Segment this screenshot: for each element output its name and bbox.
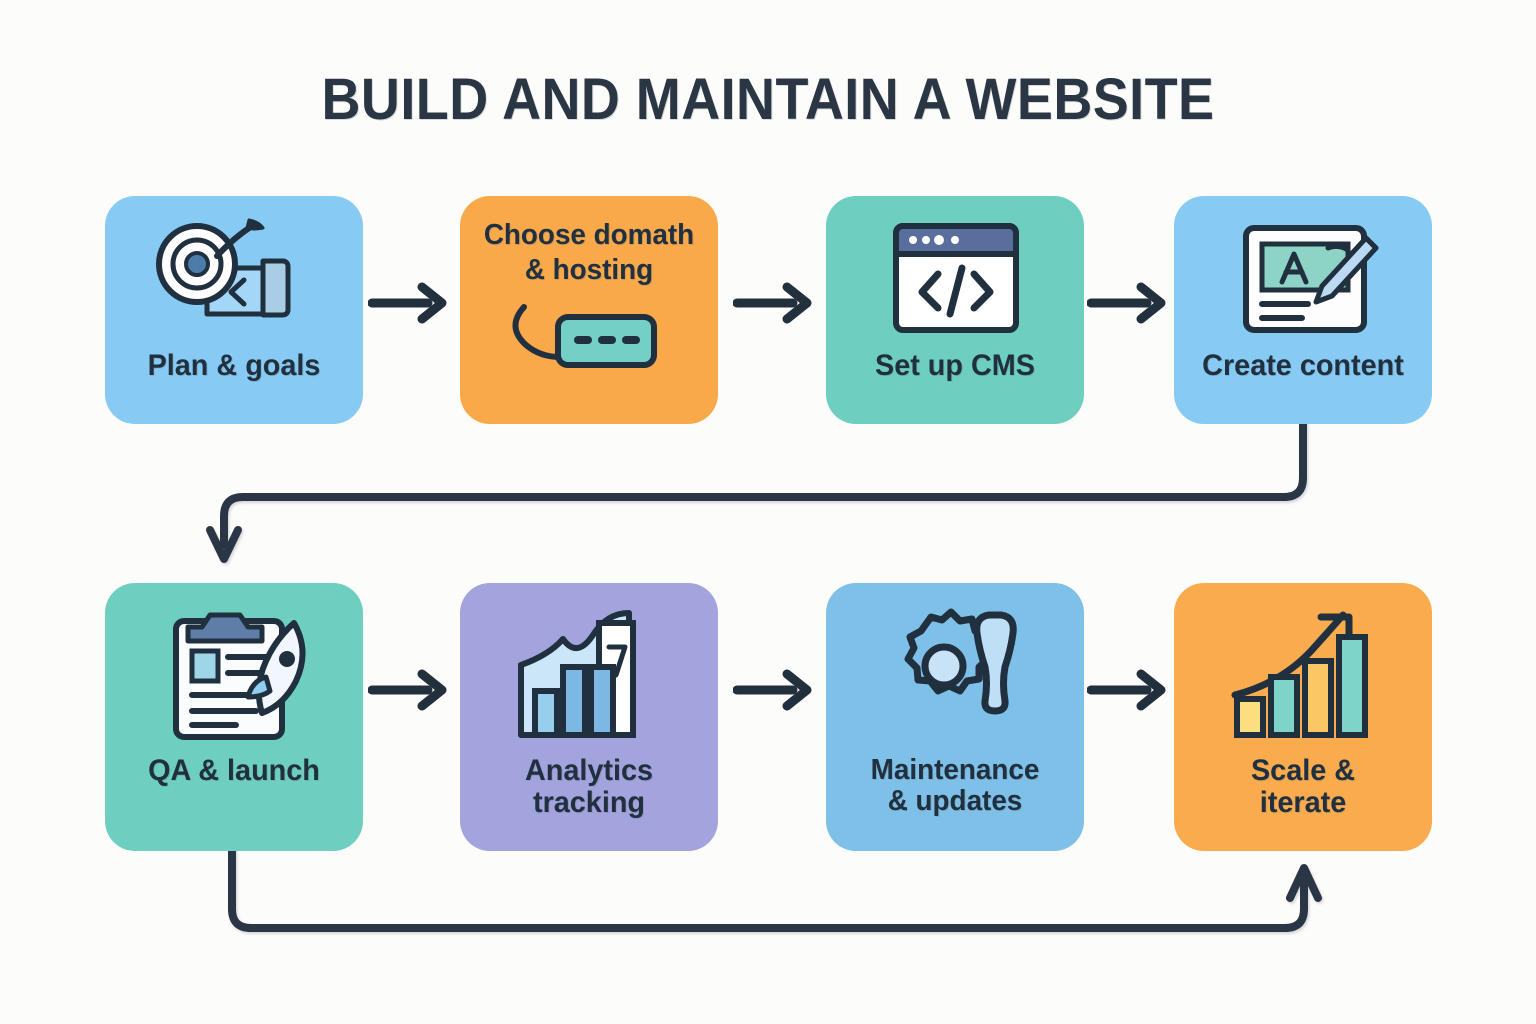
arrow-step7-to-step8 [1086,668,1173,712]
step-card-maintenance-and-updates[interactable]: Maintenance & updates [826,583,1084,851]
step-card-set-up-cms[interactable]: Set up CMS [826,196,1084,424]
step-card-create-content[interactable]: Create content [1174,196,1432,424]
step-card-label: QA & launch [148,754,320,787]
document-pen-icon [1174,196,1432,344]
target-arrow-icon [105,196,363,344]
arrow-step1-to-step2 [367,281,454,325]
step-card-label: Set up CMS [874,349,1035,382]
step-card-choose-domain-and-hosting[interactable]: Choose domath & hosting [460,196,718,424]
step-card-analytics-tracking[interactable]: Analytics tracking [460,583,718,851]
growth-chart-arrow-icon [1174,583,1432,749]
server-plug-icon [460,289,718,393]
page-title: BUILD AND MAINTAIN A WEBSITE [321,67,1215,132]
step-card-scale-and-iterate[interactable]: Scale & iterate [1174,583,1432,851]
bar-chart-trend-icon [460,583,718,749]
arrow-step6-to-step7 [732,668,819,712]
step-card-plan-and-goals[interactable]: Plan & goals [105,196,363,424]
arrow-step3-to-step4 [1086,281,1173,325]
step-card-qa-and-launch[interactable]: QA & launch [105,583,363,851]
arrow-step2-to-step3 [732,281,819,325]
step-card-label: Analytics tracking [524,754,654,820]
step-card-label: Create content [1202,349,1404,382]
feedback-step5-to-step8 [228,847,1322,932]
step-card-label: Scale & iterate [1250,754,1356,820]
step-card-label: Choose domath & hosting [483,219,695,287]
step-card-label: Maintenance & updates [870,754,1040,818]
code-browser-icon [826,196,1084,344]
wrap-step4-to-step5 [206,420,1307,563]
clipboard-rocket-icon [105,583,363,749]
gear-wrench-icon [826,583,1084,749]
arrow-step5-to-step6 [367,668,454,712]
step-card-label: Plan & goals [147,349,321,382]
